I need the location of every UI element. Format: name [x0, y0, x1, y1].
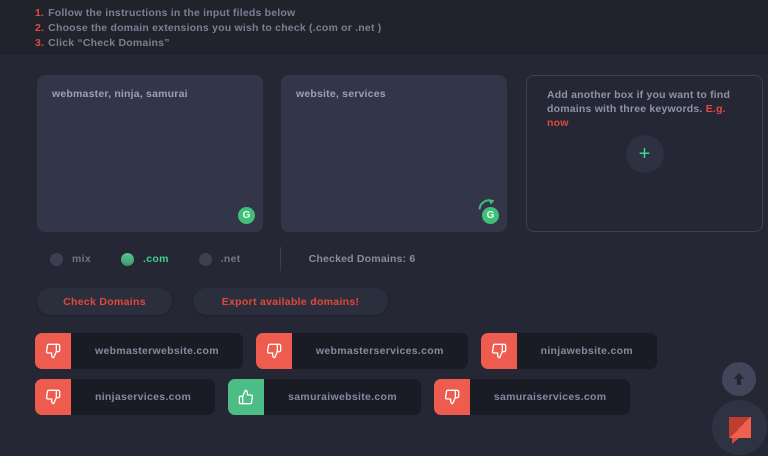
thumbs-down-icon: [255, 333, 292, 369]
results-row-1: webmasterwebsite.com webmasterservices.c…: [35, 333, 670, 369]
add-box-description: Add another box if you want to find doma…: [527, 76, 762, 130]
grammarly-icon[interactable]: G: [238, 207, 255, 224]
radio-com[interactable]: .com: [121, 252, 169, 266]
domain-result-chip: ninjawebsite.com: [480, 333, 657, 369]
add-box-example-link[interactable]: E.g. now: [547, 103, 726, 129]
radio-net-label: .net: [220, 253, 241, 265]
domain-result-chip: samuraiwebsite.com: [228, 379, 421, 415]
extension-options-row: mix .com .net Checked Domains: 6: [37, 246, 415, 272]
keyword-boxes-row: webmaster, ninja, samurai G website, ser…: [0, 75, 768, 232]
domain-result-chip: webmasterwebsite.com: [35, 333, 243, 369]
keyword-box-2: website, services G: [281, 75, 507, 232]
add-box-text: Add another box if you want to find doma…: [547, 89, 731, 115]
domain-name: samuraiwebsite.com: [264, 379, 421, 415]
actions-row: Check Domains Export available domains!: [37, 288, 388, 315]
keyword-input-2[interactable]: website, services: [281, 75, 507, 232]
plus-icon: +: [638, 143, 651, 165]
domain-name: samuraiservices.com: [469, 379, 631, 415]
grammarly-g-badge: G: [482, 207, 499, 224]
results-row-2: ninjaservices.com samuraiwebsite.com sam…: [35, 379, 643, 415]
grammarly-active-icon[interactable]: G: [475, 198, 499, 224]
instruction-2-text: Choose the domain extensions you wish to…: [48, 22, 382, 34]
add-keyword-box: Add another box if you want to find doma…: [526, 75, 763, 232]
instruction-3-number: 3.: [35, 37, 45, 49]
checked-domains-count: Checked Domains: 6: [308, 253, 416, 265]
thumbs-down-icon: [433, 379, 470, 415]
domain-result-chip: samuraiservices.com: [433, 379, 631, 415]
domain-name: ninjaservices.com: [71, 379, 216, 415]
chat-widget-button[interactable]: [712, 400, 767, 455]
domain-result-chip: ninjaservices.com: [35, 379, 216, 415]
thumbs-down-icon: [35, 379, 71, 415]
domain-name: ninjawebsite.com: [516, 333, 657, 369]
keyword-box-1: webmaster, ninja, samurai G: [37, 75, 263, 232]
thumbs-down-icon: [35, 333, 71, 369]
instructions-list: 1.Follow the instructions in the input f…: [35, 6, 381, 51]
radio-mix-circle[interactable]: [50, 252, 63, 266]
domain-result-chip: webmasterservices.com: [255, 333, 468, 369]
add-box-button[interactable]: +: [625, 135, 664, 173]
instruction-3: 3.Click “Check Domains”: [35, 36, 381, 51]
arrow-up-icon: [733, 373, 745, 385]
scroll-to-top-button[interactable]: [722, 362, 756, 396]
radio-com-circle[interactable]: [121, 252, 134, 266]
instruction-1-number: 1.: [35, 7, 45, 19]
instruction-1-text: Follow the instructions in the input fil…: [48, 7, 296, 19]
radio-net[interactable]: .net: [198, 252, 241, 266]
radio-com-label: .com: [143, 253, 169, 265]
instruction-2: 2.Choose the domain extensions you wish …: [35, 21, 381, 36]
instruction-1: 1.Follow the instructions in the input f…: [35, 6, 381, 21]
radio-mix[interactable]: mix: [50, 252, 91, 266]
vertical-divider: [279, 247, 281, 271]
radio-mix-label: mix: [72, 253, 91, 265]
export-domains-button[interactable]: Export available domains!: [193, 288, 388, 315]
thumbs-up-icon: [228, 379, 265, 415]
domain-name: webmasterservices.com: [291, 333, 468, 369]
thumbs-down-icon: [480, 333, 517, 369]
check-domains-button[interactable]: Check Domains: [37, 288, 172, 315]
domain-name: webmasterwebsite.com: [71, 333, 243, 369]
grammarly-arrow-icon: [478, 199, 495, 210]
chat-logo-icon: [728, 417, 751, 444]
radio-net-circle[interactable]: [198, 252, 212, 266]
keyword-input-1[interactable]: webmaster, ninja, samurai: [37, 75, 263, 232]
header: 1.Follow the instructions in the input f…: [0, 0, 768, 55]
instruction-2-number: 2.: [35, 22, 45, 34]
instruction-3-text: Click “Check Domains”: [48, 37, 170, 49]
